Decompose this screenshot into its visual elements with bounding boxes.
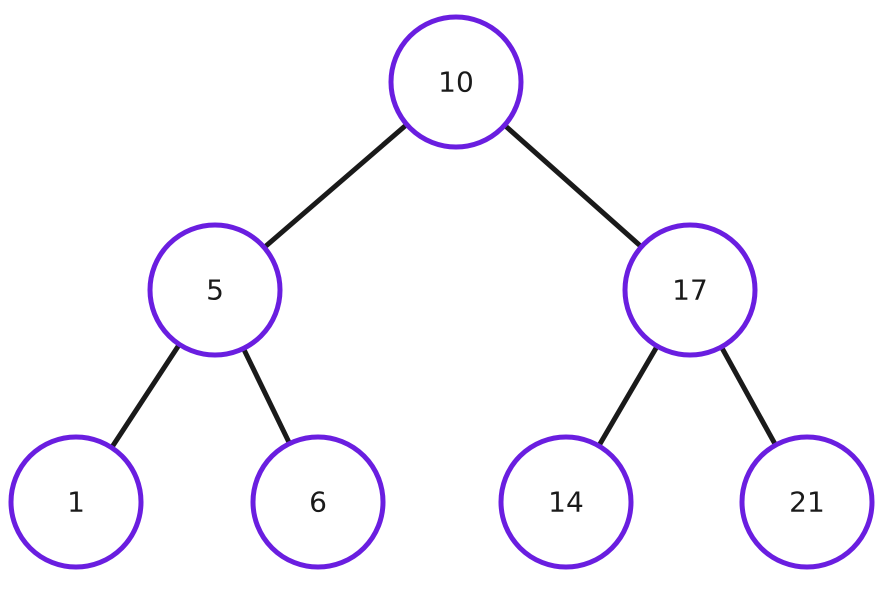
tree-node-21: 21 [739, 434, 875, 570]
tree-edges [109, 122, 778, 450]
edge-n10-n17 [502, 123, 644, 249]
edge-n17-n21 [719, 345, 778, 447]
node-label: 17 [672, 274, 708, 307]
edge-n5-n6 [241, 347, 292, 445]
tree-node-10: 10 [388, 14, 524, 150]
node-label: 21 [789, 486, 825, 519]
tree-node-5: 5 [147, 222, 283, 358]
node-circle [622, 222, 758, 358]
node-circle [147, 222, 283, 358]
edge-n5-n1 [109, 342, 182, 450]
tree-node-14: 14 [498, 434, 634, 570]
node-circle [8, 434, 144, 570]
edge-n17-n14 [596, 344, 660, 448]
node-label: 1 [67, 486, 85, 519]
node-label: 10 [438, 66, 474, 99]
node-label: 14 [548, 486, 584, 519]
node-label: 5 [206, 274, 224, 307]
tree-node-1: 1 [8, 434, 144, 570]
node-circle [739, 434, 875, 570]
tree-node-17: 17 [622, 222, 758, 358]
node-label: 6 [309, 486, 327, 519]
node-circle [498, 434, 634, 570]
node-circle [388, 14, 524, 150]
edge-n10-n5 [262, 122, 409, 250]
tree-nodes: 10 5 17 1 6 14 21 [8, 14, 875, 570]
node-circle [250, 434, 386, 570]
tree-node-6: 6 [250, 434, 386, 570]
